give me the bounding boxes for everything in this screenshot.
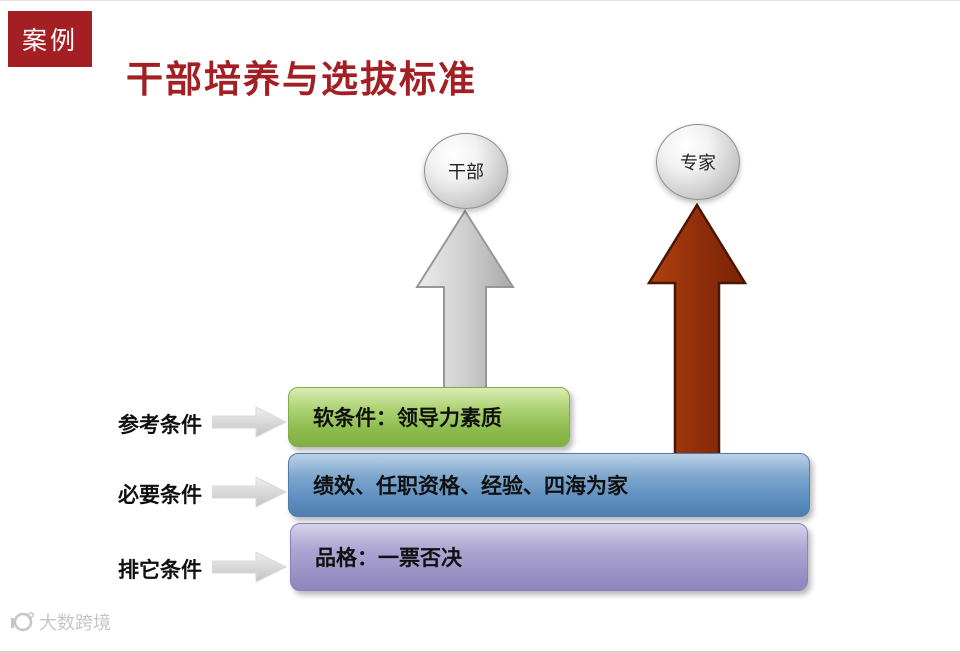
side-label-reference: 参考条件 xyxy=(118,414,202,437)
bar-soft-conditions: 软条件：领导力素质 xyxy=(288,387,570,447)
node-cadre-label: 干部 xyxy=(448,162,484,182)
bar-exclusive-conditions: 品格：一票否决 xyxy=(290,523,808,591)
bar-necessary-conditions: 绩效、任职资格、经验、四海为家 xyxy=(288,453,810,517)
side-label-exclusive: 排它条件 xyxy=(118,559,202,582)
page-title: 干部培养与选拔标准 xyxy=(126,59,477,100)
node-cadre: 干部 xyxy=(424,133,508,209)
bar-soft-conditions-label: 软条件：领导力素质 xyxy=(313,407,502,430)
right-arrow-icon xyxy=(212,551,288,583)
watermark: 大数跨境 xyxy=(10,609,111,635)
side-label-necessary: 必要条件 xyxy=(118,484,202,507)
node-expert-label: 专家 xyxy=(680,153,716,173)
right-arrow-icon xyxy=(212,406,288,438)
right-arrow-icon xyxy=(212,476,288,508)
watermark-logo-icon xyxy=(11,612,34,632)
bar-necessary-conditions-label: 绩效、任职资格、经验、四海为家 xyxy=(313,475,628,498)
gray-up-arrow xyxy=(415,209,515,408)
watermark-text: 大数跨境 xyxy=(39,613,111,633)
bar-exclusive-conditions-label: 品格：一票否决 xyxy=(315,547,462,570)
case-badge: 案例 xyxy=(8,11,92,67)
case-badge-label: 案例 xyxy=(21,27,78,55)
node-expert: 专家 xyxy=(656,124,740,200)
red-up-arrow xyxy=(646,203,748,461)
